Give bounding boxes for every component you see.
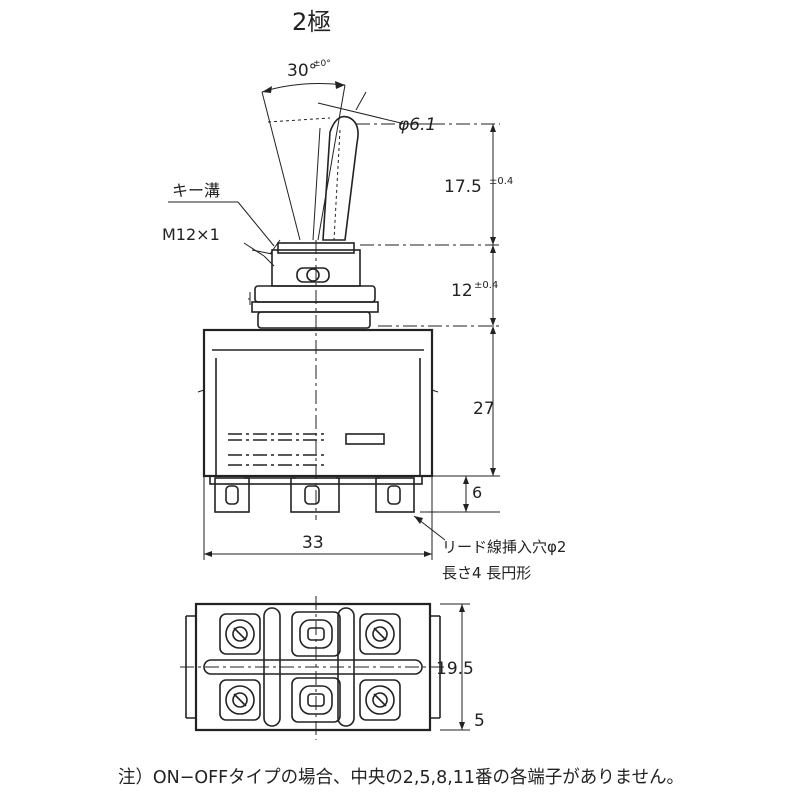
lead-hole-callout [413, 515, 446, 541]
terminal-screw [359, 679, 401, 721]
terminals-front [209, 475, 423, 513]
dim-19-5-line [440, 603, 470, 731]
key-groove-callout: キー溝 [168, 181, 275, 247]
dim-19-5: 19.5 [436, 659, 474, 679]
thread-label: M12×1 [162, 225, 220, 244]
dim-33: 33 [302, 533, 324, 553]
key-groove-label: キー溝 [172, 181, 220, 200]
terminal-screw [291, 677, 341, 723]
footnote: 注）ON−OFFタイプの場合、中央の2,5,8,11番の各端子がありません。 [118, 767, 684, 788]
dimension-lines-right [356, 123, 500, 513]
dim-27: 27 [473, 399, 495, 419]
bushing [251, 239, 361, 287]
dim-12: 12 [451, 281, 473, 301]
terminal-screw [291, 611, 341, 657]
thread-callout: M12×1 [162, 225, 275, 267]
angle-dimension: 30° ±0° [261, 59, 346, 241]
terminal-screw [219, 613, 261, 655]
toggle-lever [312, 115, 359, 241]
angle-value: 30° [287, 61, 317, 81]
diameter-label: φ6.1 [398, 115, 436, 135]
terminal-screw [219, 679, 261, 721]
terminal-screw [359, 613, 401, 655]
bottom-view [180, 596, 450, 740]
dim-17-5-tol: ±0.4 [489, 176, 513, 187]
dim-12-tol: ±0.4 [474, 280, 498, 291]
terminal-screws [219, 611, 401, 723]
dim-33-line [203, 476, 433, 560]
angle-tolerance: ±0° [313, 59, 331, 69]
diameter-callout: φ6.1 [317, 91, 440, 135]
hex-nut [248, 285, 379, 329]
lead-hole-line1: リード線挿入穴φ2 [442, 538, 566, 556]
lead-hole-line2: 長さ4 長円形 [442, 564, 531, 582]
dim-17-5: 17.5 [444, 177, 482, 197]
switch-body [197, 328, 439, 478]
dim-6: 6 [472, 483, 482, 502]
title: 2極 [292, 8, 331, 36]
dim-5: 5 [474, 711, 485, 731]
